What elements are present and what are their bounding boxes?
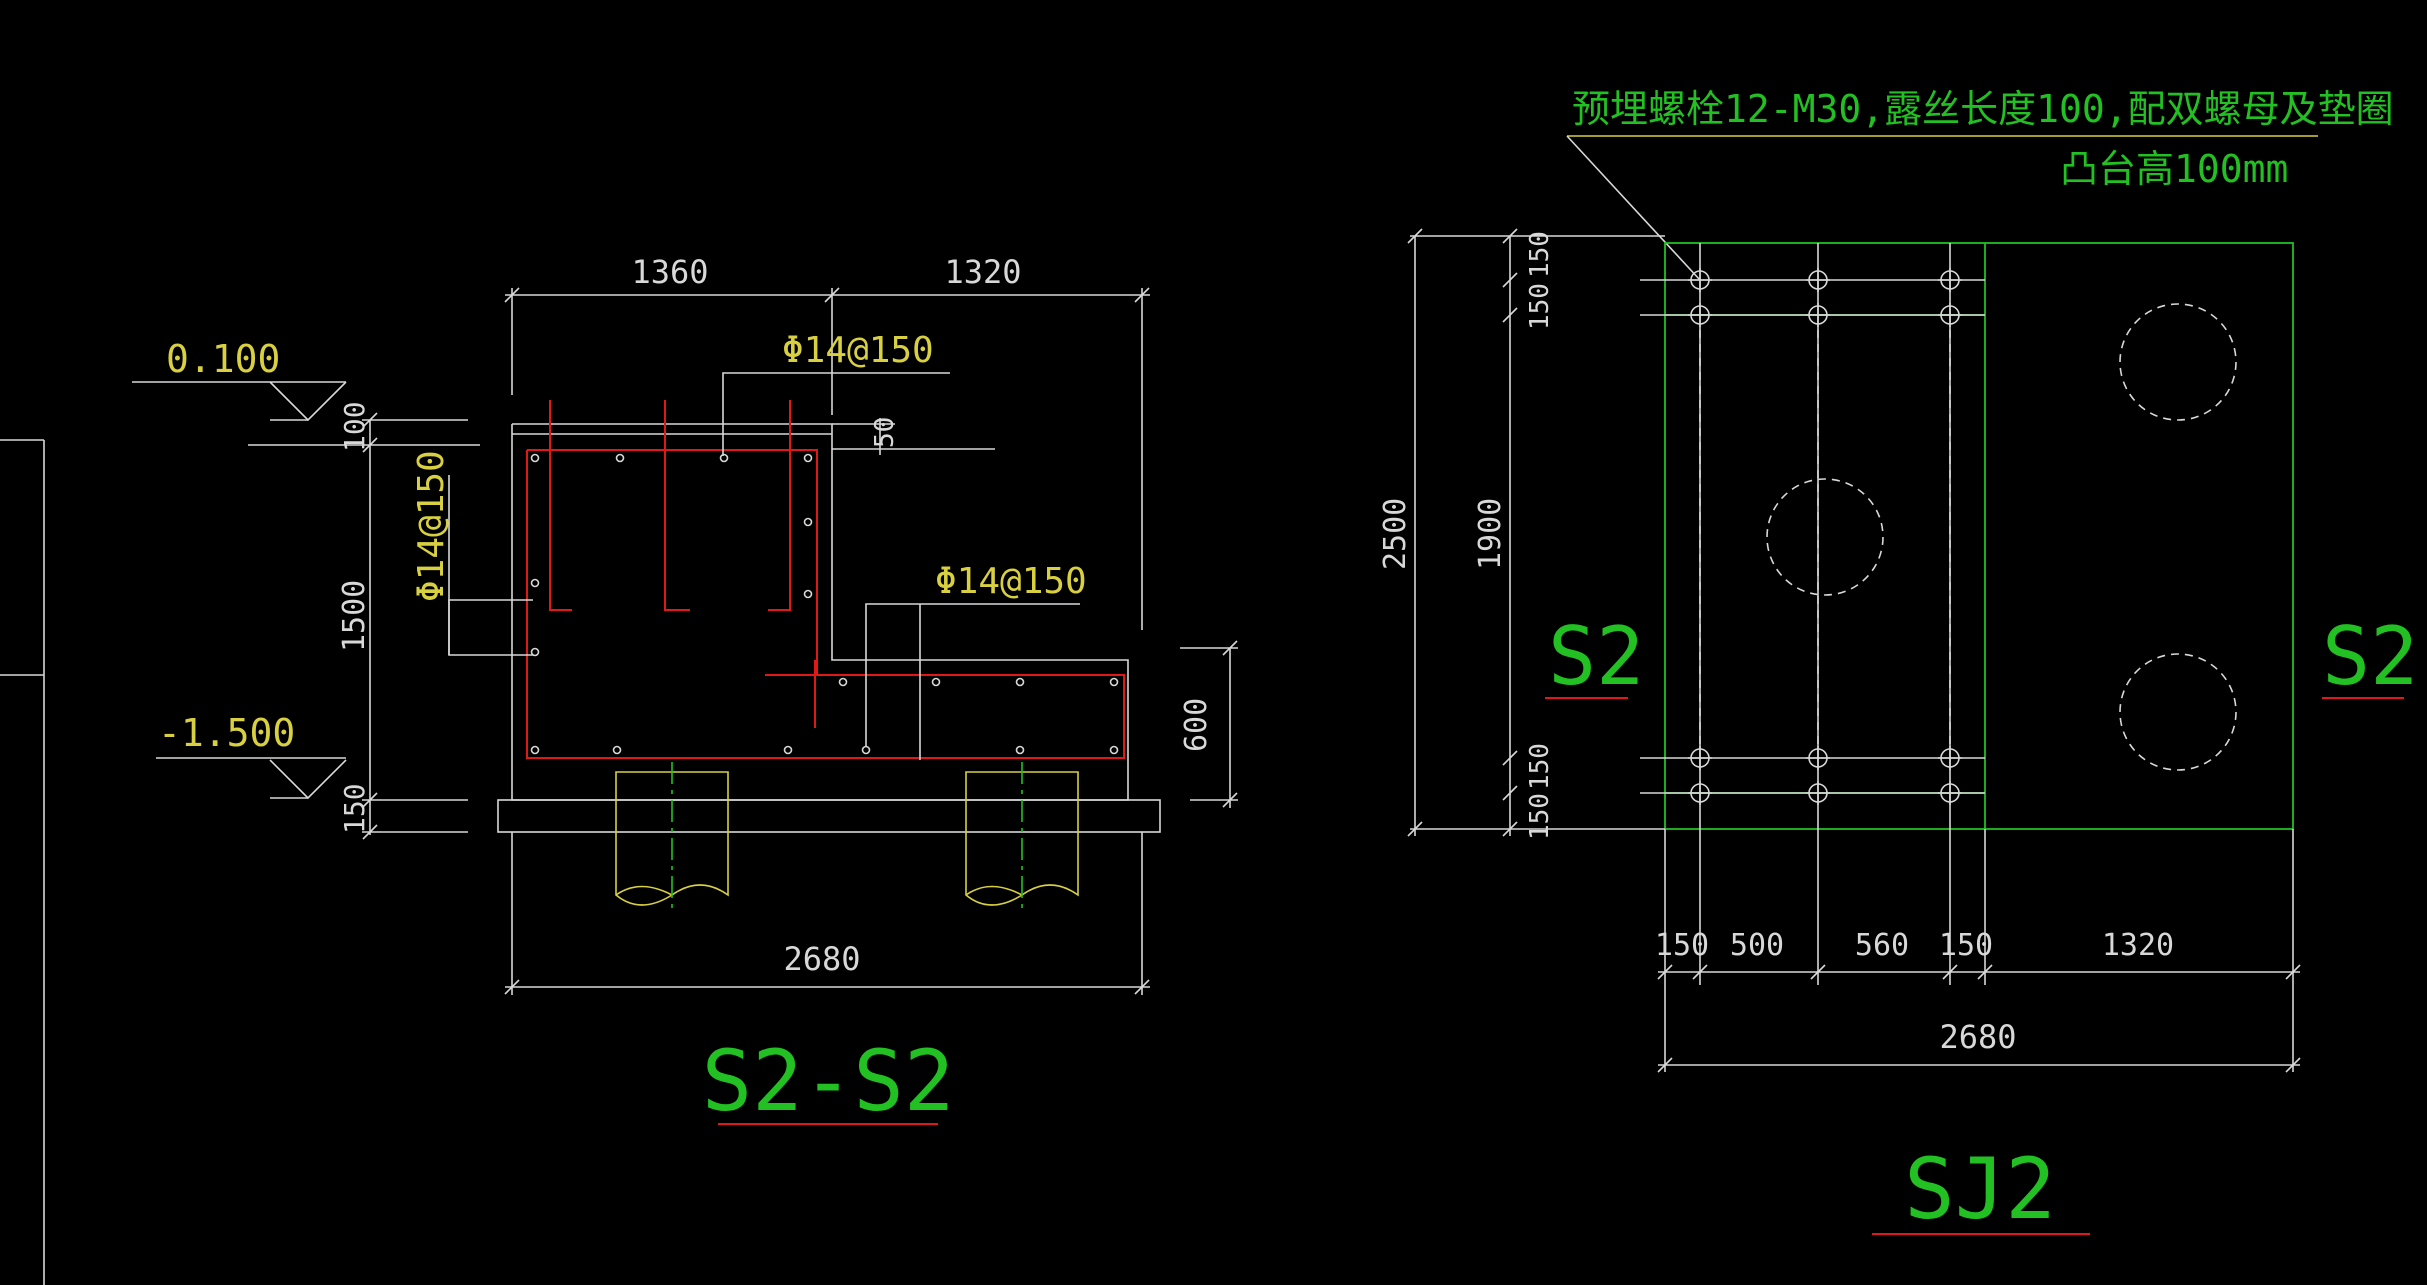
- dim-600: 600: [1179, 698, 1214, 752]
- pile-left: [615, 762, 729, 910]
- elevation-0-100: 0.100: [166, 337, 280, 381]
- plan-bottom-dimensions: 150 500 560 150 1320 2680: [1655, 829, 2301, 1073]
- section-s2-s2: 1360 1320: [132, 253, 1238, 1130]
- bolt-note: 预埋螺栓12-M30,露丝长度100,配双螺母及垫圈: [1572, 87, 2394, 131]
- plan-title: SJ2: [1904, 1140, 2056, 1238]
- anchor-bolts: [1688, 268, 1962, 805]
- section-mark-right: S2: [2322, 610, 2418, 703]
- dim-50-group: 50: [832, 417, 995, 455]
- rebar-leaders: [448, 372, 1080, 760]
- rebar-label-left: Φ14@150: [411, 450, 452, 602]
- dim-2500: 2500: [1378, 498, 1413, 570]
- dim-bottom-1320: 1320: [2102, 928, 2174, 963]
- dim-1900: 1900: [1473, 498, 1508, 570]
- elevation-neg-1-500: -1.500: [158, 711, 295, 755]
- dim-bottom-560: 560: [1855, 928, 1909, 963]
- dim-2680-plan: 2680: [1939, 1018, 2016, 1056]
- rebar-label-right: Φ14@150: [935, 561, 1087, 602]
- bottom-dimension: 2680: [504, 832, 1150, 995]
- dim-1320: 1320: [944, 253, 1021, 291]
- pile-right: [965, 762, 1079, 910]
- top-dimension: 1360 1320: [504, 253, 1150, 630]
- dim-150-top-b: 150: [1525, 283, 1555, 330]
- left-dimensions: 100 1500 150: [248, 401, 480, 840]
- section-title: S2-S2: [702, 1032, 955, 1130]
- dim-1360: 1360: [631, 253, 708, 291]
- plan-outline: [1664, 242, 2294, 830]
- dim-bottom-150-b: 150: [1939, 928, 1993, 963]
- dim-1500: 1500: [337, 580, 372, 652]
- rebar-label-top: Φ14@150: [782, 330, 934, 371]
- note-leader: [1566, 135, 1701, 281]
- bolt-grid: [1640, 243, 1985, 829]
- dim-100: 100: [338, 401, 371, 452]
- rebar-dots: [530, 453, 1119, 755]
- elevation-bottom: -1.500: [156, 711, 347, 800]
- dim-150-left: 150: [338, 783, 371, 834]
- dim-2680-section: 2680: [783, 940, 860, 978]
- dim-50: 50: [870, 417, 900, 448]
- elevation-top: 0.100: [132, 337, 347, 422]
- pedestal-outline: [497, 423, 1161, 833]
- plan-sj2: 预埋螺栓12-M30,露丝长度100,配双螺母及垫圈 凸台高100mm: [1378, 87, 2418, 1238]
- frame-edge: [0, 439, 45, 1285]
- dim-150-bot-b: 150: [1525, 793, 1555, 840]
- dim-150-top-a: 150: [1525, 231, 1555, 278]
- pile-circles: [1766, 303, 2237, 771]
- plan-left-dimensions: 2500 1900 150 150 150 150: [1378, 228, 1665, 840]
- dim-150-bot-a: 150: [1525, 743, 1555, 790]
- section-mark-left: S2: [1548, 610, 1644, 703]
- dim-600-group: 600: [1179, 640, 1238, 808]
- rebar-cage: [526, 400, 1125, 759]
- boss-height-note: 凸台高100mm: [2060, 147, 2288, 191]
- dim-bottom-150-a: 150: [1655, 928, 1709, 963]
- dim-bottom-500: 500: [1730, 928, 1784, 963]
